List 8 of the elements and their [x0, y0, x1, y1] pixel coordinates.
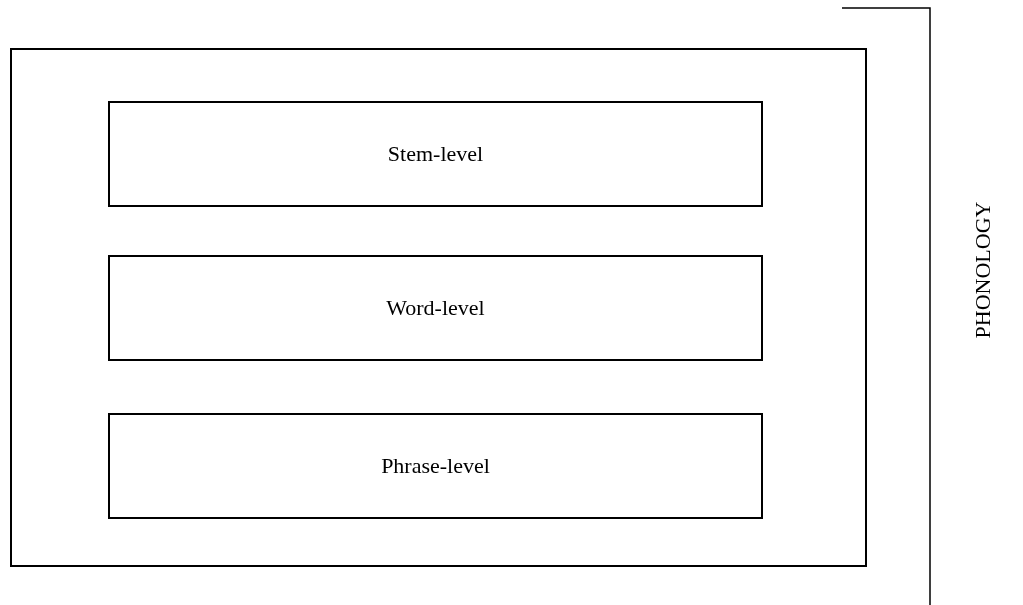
side-label: PHONOLOGY	[969, 201, 996, 339]
level-box	[108, 101, 763, 207]
outer-box	[10, 48, 867, 567]
level-box	[108, 255, 763, 361]
level-label: Word-level	[386, 295, 485, 321]
level-label: Phrase-level	[381, 453, 490, 479]
level-label: Stem-level	[387, 141, 484, 167]
level-box	[108, 413, 763, 519]
